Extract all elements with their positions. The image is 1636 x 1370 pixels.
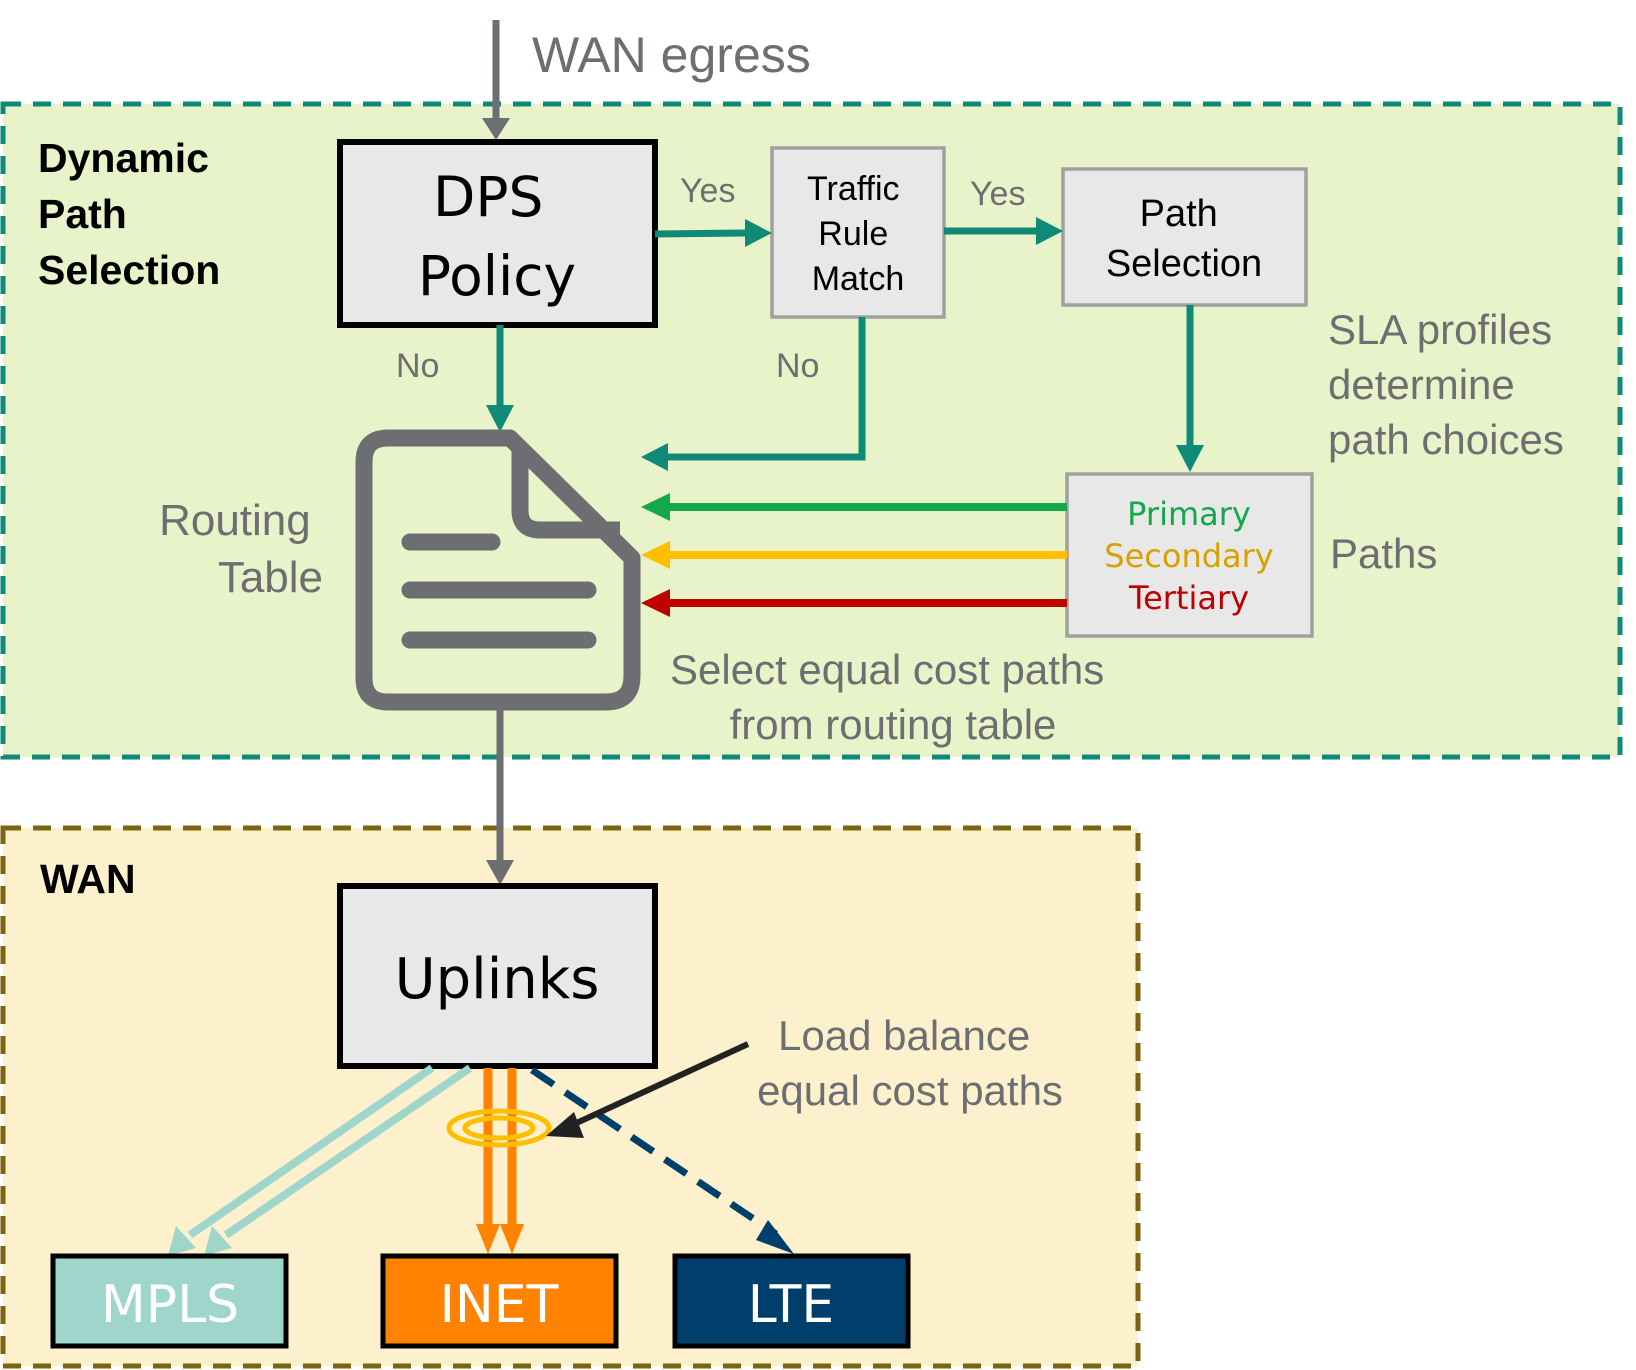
primary-arrowhead (641, 493, 670, 521)
load-balance-note: Load balance equal cost paths (757, 1012, 1063, 1114)
lte-link (530, 1067, 778, 1237)
load-balance-pointer (568, 1041, 750, 1129)
sla-profiles-note: SLA profiles determine path choices (1328, 306, 1564, 463)
uplinks-box (337, 883, 658, 1069)
yes-arrowhead-2 (1036, 217, 1063, 245)
inet-arrowhead-2 (500, 1224, 524, 1254)
select-equal-cost-note: Select equal cost paths from routing tab… (670, 646, 1116, 748)
traffic-rule-match-box (770, 146, 946, 319)
load-balance-ring-icon (446, 1108, 552, 1148)
path-selection-arrowhead (1176, 445, 1204, 472)
inet-box (380, 1253, 619, 1349)
yes-arrow-policy-to-rule (654, 229, 746, 238)
path-selection-label: Path Selection (1106, 193, 1262, 285)
uplinks-label: Uplinks (395, 947, 600, 1012)
yes-label-2: Yes (970, 175, 1025, 213)
wan-egress-label: WAN egress (532, 27, 811, 83)
no-label-2: No (776, 347, 819, 385)
mpls-box (50, 1253, 289, 1349)
path-secondary: Secondary (1104, 537, 1273, 575)
mpls-link-2 (223, 1064, 473, 1239)
mpls-link-1 (187, 1064, 435, 1239)
yes-arrowhead-1 (745, 219, 772, 247)
path-primary: Primary (1127, 495, 1251, 533)
no-label-1: No (396, 347, 439, 385)
wan-egress-arrowhead (482, 118, 510, 140)
lte-label: LTE (748, 1275, 834, 1335)
no-arrowhead-2 (641, 443, 668, 471)
no-arrowhead-1 (486, 405, 514, 432)
inet-label: INET (440, 1275, 559, 1335)
no-arrow-rule-to-table (668, 317, 866, 461)
load-balance-pointer-head (546, 1112, 584, 1138)
inet-arrowhead-1 (476, 1224, 500, 1254)
dps-panel-title: Dynamic Path Selection (38, 135, 220, 293)
lte-arrowhead (756, 1220, 794, 1254)
document-icon (355, 429, 641, 711)
traffic-rule-match-label: Traffic Rule Match (807, 170, 909, 298)
mpls-arrowhead-1 (168, 1226, 196, 1256)
path-selection-box (1061, 167, 1308, 307)
routing-table-label: Routing Table (159, 496, 323, 602)
yes-label-1: Yes (680, 172, 735, 210)
path-tertiary: Tertiary (1128, 579, 1249, 617)
wan-panel-title: WAN (40, 856, 136, 902)
lte-box (672, 1253, 911, 1349)
mpls-label: MPLS (101, 1275, 239, 1335)
mpls-arrowhead-2 (204, 1226, 232, 1256)
paths-label: Paths (1330, 530, 1437, 577)
tertiary-arrowhead (641, 589, 670, 617)
table-to-uplinks-arrowhead (486, 860, 514, 885)
dps-policy-label: DPS Policy (418, 165, 576, 308)
paths-box (1065, 472, 1314, 638)
secondary-arrowhead (641, 541, 670, 569)
